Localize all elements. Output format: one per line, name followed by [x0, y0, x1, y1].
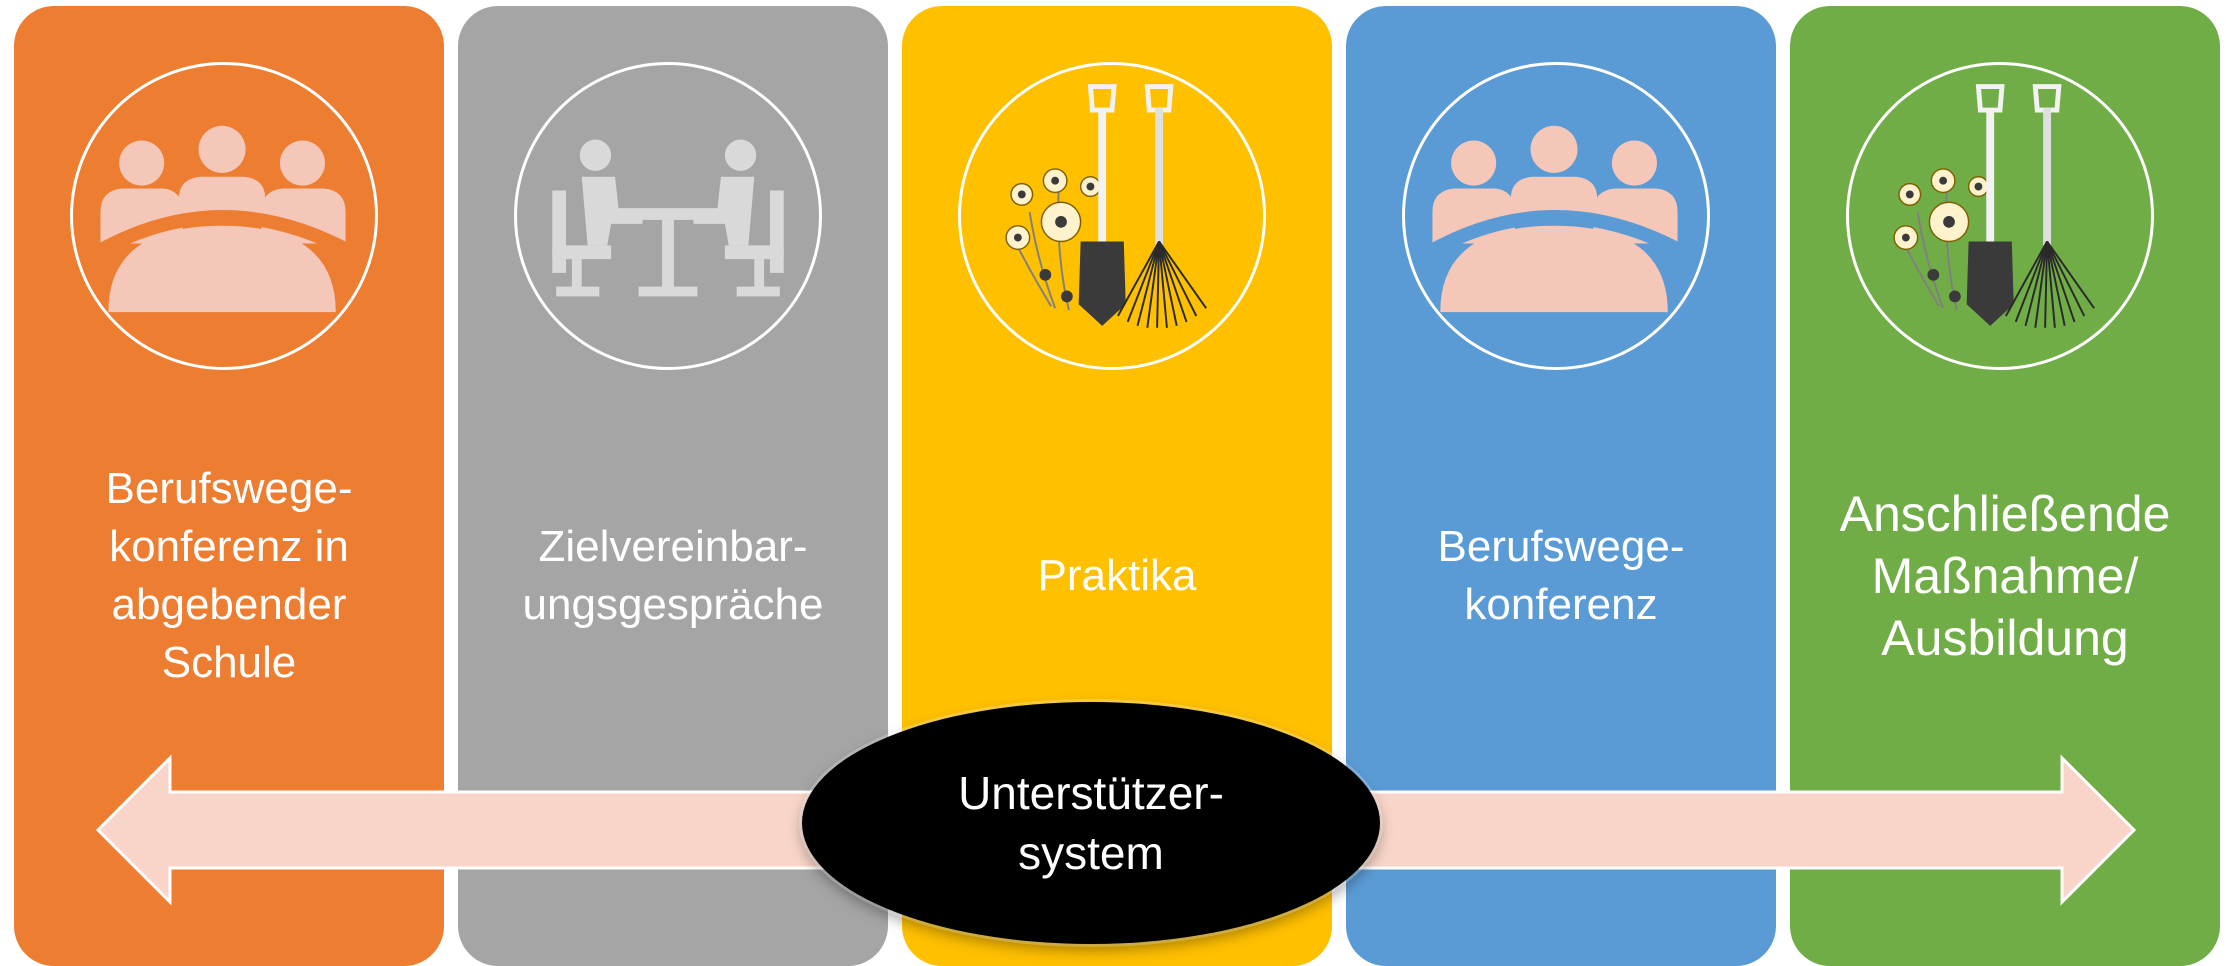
panel-berufswegekonferenz: Berufswege- konferenz: [1346, 6, 1776, 966]
center-label: Unterstützer- system: [958, 767, 1224, 879]
panel-label: Zielvereinbar- ungsgespräche: [522, 522, 824, 629]
garden-tools-icon: [1846, 62, 2154, 370]
two-people-table-icon: [514, 62, 822, 370]
panel-berufswegekonferenz-schule: Berufswege- konferenz in abgebender Schu…: [14, 6, 444, 966]
panel-label: Praktika: [1037, 551, 1197, 600]
panel-label: Berufswege- konferenz in abgebender Schu…: [105, 464, 353, 687]
unterstuetzersystem-ellipse: Unterstützer- system: [802, 702, 1380, 944]
meeting-table-icon: [1402, 62, 1710, 370]
meeting-table-icon: [70, 62, 378, 370]
garden-tools-icon: [958, 62, 1266, 370]
panel-label: Berufswege- konferenz: [1437, 522, 1685, 629]
panel-anschliessende-massnahme: Anschließende Maßnahme/ Ausbildung: [1790, 6, 2220, 966]
panel-label: Anschließende Maßnahme/ Ausbildung: [1839, 486, 2171, 666]
